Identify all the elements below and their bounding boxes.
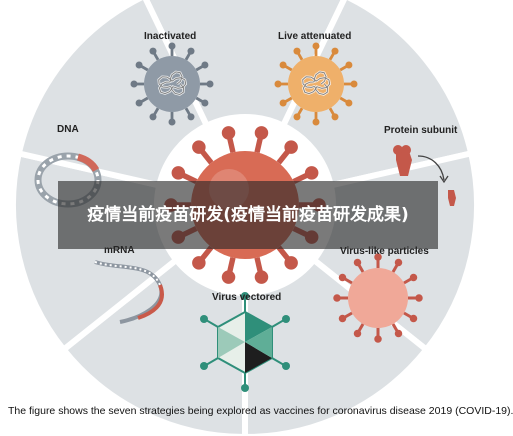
- mrna-strand-icon: [94, 260, 164, 324]
- figure-caption: The figure shows the seven strategies be…: [8, 405, 513, 417]
- label-inactivated: Inactivated: [144, 31, 197, 42]
- virus-like-particle-icon: [333, 253, 423, 343]
- vaccine-strategies-diagram: Inactivated Live attenuated DNA Protein …: [8, 0, 513, 436]
- inactivated-virus-icon: [130, 42, 214, 126]
- wheel-segment: [59, 255, 248, 436]
- label-live-attenuated: Live attenuated: [278, 31, 352, 42]
- wheel-segment: [242, 255, 431, 436]
- wheel-segment: [279, 0, 475, 190]
- wheel-segment: [15, 0, 211, 190]
- live-attenuated-virus-icon: [274, 42, 358, 126]
- label-dna: DNA: [57, 124, 79, 135]
- overlay-title-banner: 疫情当前疫苗研发(疫情当前疫苗研发成果): [58, 181, 438, 249]
- label-virus-vectored: Virus vectored: [212, 292, 282, 303]
- label-protein-subunit: Protein subunit: [384, 125, 458, 136]
- virus-vector-icon: [200, 292, 290, 392]
- label-virus-like-particles: Virus-like particles: [340, 246, 429, 257]
- label-mrna: mRNA: [104, 245, 135, 256]
- protein-subunit-icon: [393, 145, 456, 206]
